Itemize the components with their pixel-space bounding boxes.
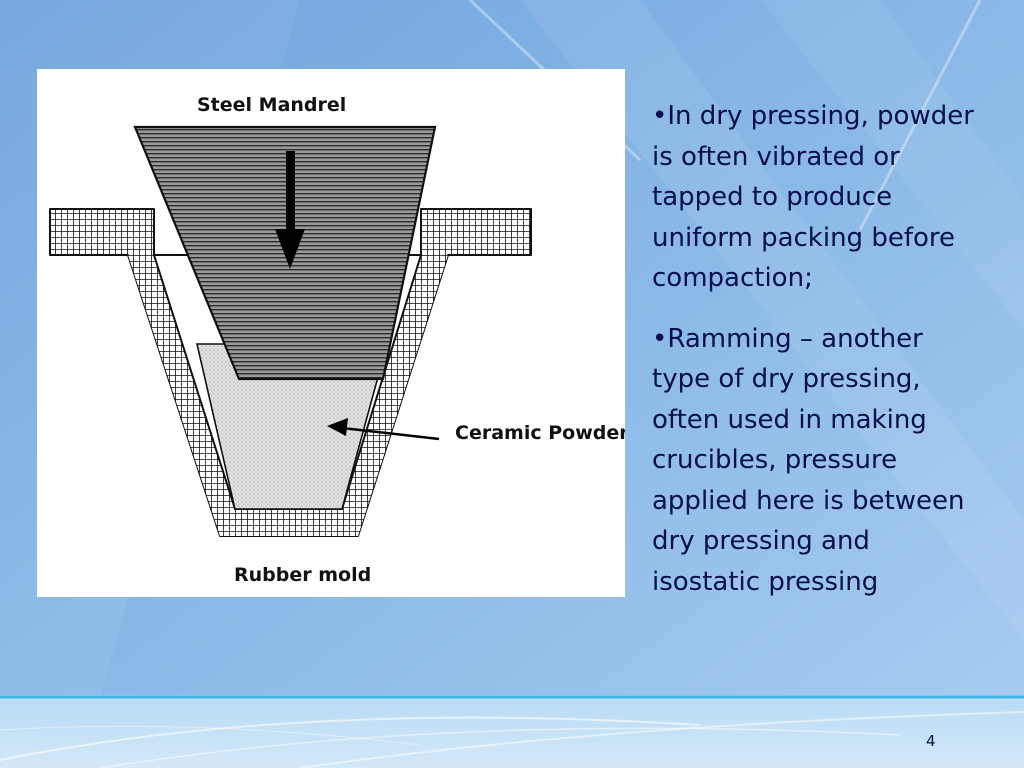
label-ceramic-powder: Ceramic Powder bbox=[455, 422, 625, 444]
press-direction-arrow bbox=[275, 151, 305, 269]
bullet-ramming: •Ramming – another type of dry pressing,… bbox=[652, 323, 965, 597]
ceramic-powder-pointer-arrow bbox=[327, 418, 440, 441]
dry-pressing-diagram: Steel Mandrel Ceramic Powder Rubber mold bbox=[37, 69, 625, 597]
slide-number: 4 bbox=[926, 732, 936, 750]
label-rubber-mold: Rubber mold bbox=[234, 564, 371, 586]
label-steel-mandrel: Steel Mandrel bbox=[197, 94, 346, 116]
bullet-dry-pressing: •In dry pressing, powder is often vibrat… bbox=[652, 101, 974, 293]
bullet-list: •In dry pressing, powder is often vibrat… bbox=[652, 96, 982, 622]
